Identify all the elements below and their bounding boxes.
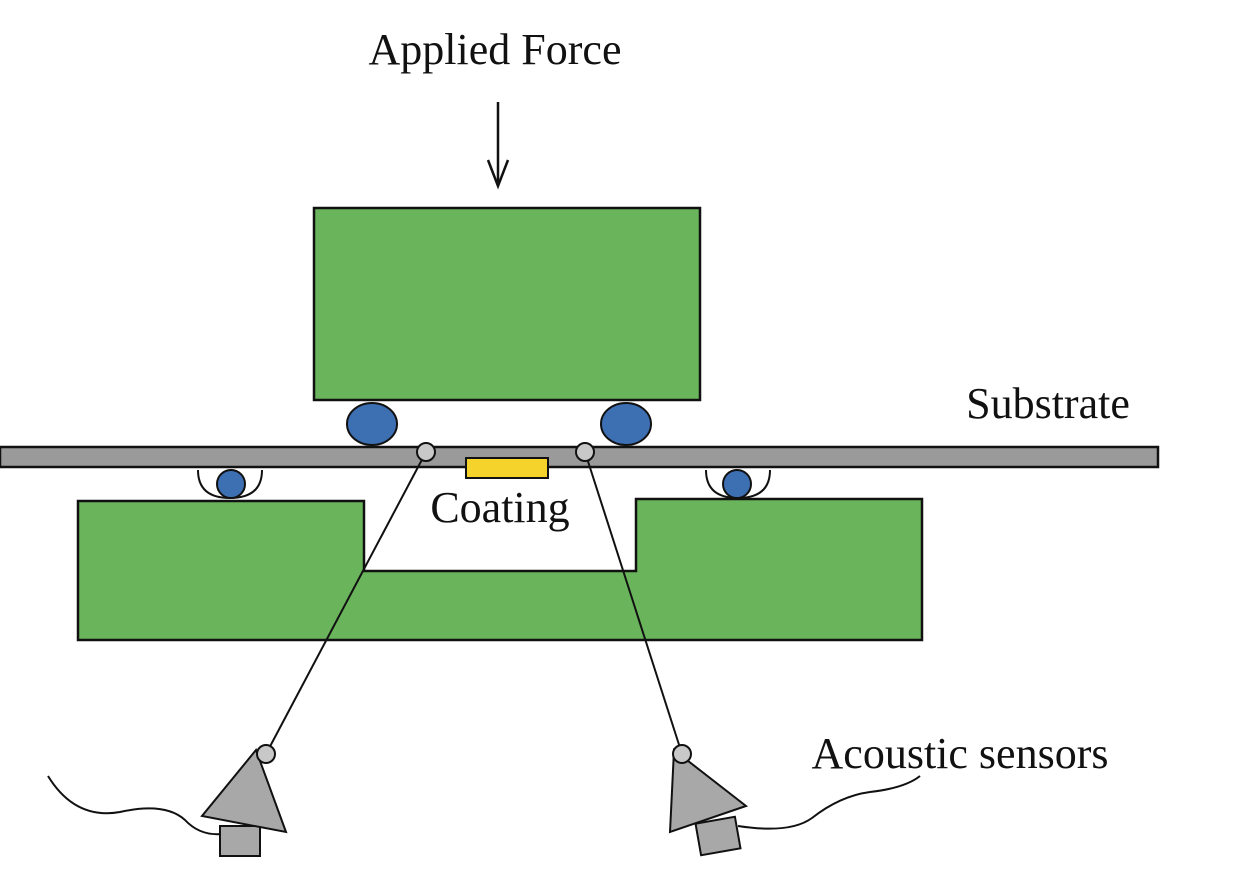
left-sensor-line (265, 451, 427, 755)
right-sensor-line (584, 451, 683, 755)
force-arrow-icon (486, 102, 510, 190)
substrate-label: Substrate (966, 379, 1130, 428)
applied-force-label: Applied Force (369, 25, 622, 74)
left-acoustic-sensor-icon (47, 744, 288, 857)
right-acoustic-sensor-icon (668, 744, 921, 857)
coating-layer (465, 457, 549, 479)
left-lower-roller (216, 469, 246, 499)
upper-loading-block (312, 206, 702, 402)
coating-label: Coating (430, 483, 569, 532)
right-contact-point (575, 442, 595, 462)
left-upper-roller (346, 402, 398, 446)
right-upper-roller (600, 402, 652, 446)
left-contact-point (416, 442, 436, 462)
right-lower-roller (722, 469, 752, 499)
lower-support-fixture (76, 497, 924, 642)
acoustic-sensors-label: Acoustic sensors (812, 729, 1109, 778)
